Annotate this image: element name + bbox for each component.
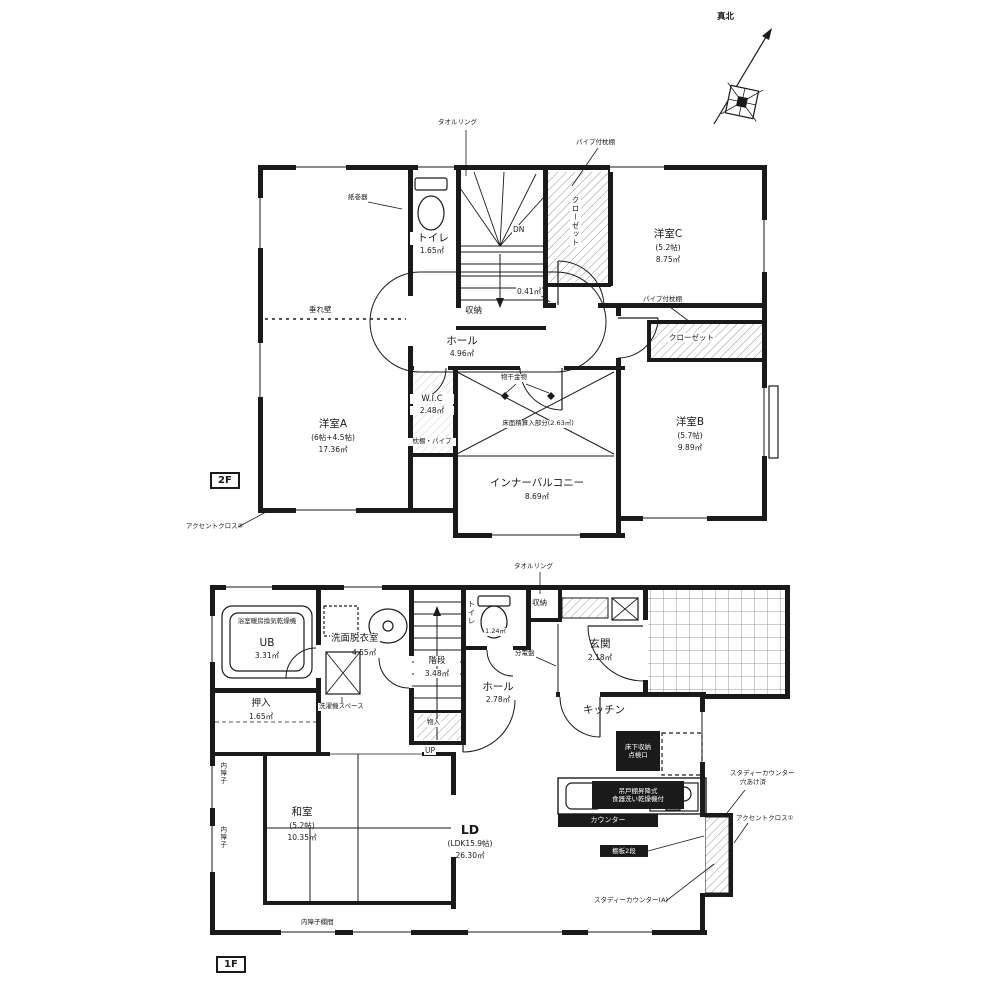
stairs-1f-area: 3.48㎡ bbox=[414, 669, 460, 678]
stairs-dn-label: DN bbox=[512, 225, 526, 234]
washitsu-name: 和室 bbox=[291, 806, 313, 818]
hall-2f-area: 4.96㎡ bbox=[449, 349, 475, 358]
genkan-name: 玄関 bbox=[589, 638, 611, 650]
senmen-name: 洗面脱衣室 bbox=[330, 633, 380, 645]
tarekabe-label: 垂れ壁 bbox=[308, 305, 333, 314]
room-b-name: 洋室B bbox=[675, 416, 705, 428]
oshiire-area: 1.65㎡ bbox=[248, 712, 274, 721]
accent-cloth-1-label: アクセントクロス① bbox=[736, 814, 794, 822]
compass-symbol bbox=[713, 28, 772, 125]
room-b-tatami: (5.7帖) bbox=[677, 431, 703, 440]
oshiire-name: 押入 bbox=[251, 698, 271, 709]
toilet-1f-name: トイレ bbox=[466, 600, 477, 626]
paper-holder-label: 紙巻器 bbox=[348, 193, 368, 201]
toilet-1f-area: 1.24㎡ bbox=[484, 627, 507, 636]
counter-label: カウンター bbox=[558, 814, 658, 827]
closet-c-label: クローゼット bbox=[570, 196, 581, 247]
kitchen-label: キッチン bbox=[583, 704, 625, 716]
compass-north-label: 真北 bbox=[716, 12, 736, 23]
uchishoji-label-2: 内障子 bbox=[218, 826, 227, 849]
closet-b-label: クローゼット bbox=[668, 333, 715, 342]
stairs-up-label: UP bbox=[424, 746, 437, 755]
floor2-group bbox=[237, 130, 779, 540]
ld-tatami: (LDK15.9帖) bbox=[447, 839, 493, 848]
towel-ring-label-2f: タオルリング bbox=[438, 118, 477, 126]
room-b-area: 9.89㎡ bbox=[677, 443, 703, 452]
wic-note: 枕棚・パイプ bbox=[408, 437, 456, 446]
storage-2f-note: 0.41㎡ bbox=[516, 287, 543, 296]
study-counter-a-label: スタディーカウンター(A) bbox=[594, 896, 669, 904]
bundenban-label: 分電盤 bbox=[514, 649, 536, 658]
study-counter-label: スタディーカウンター bbox=[730, 769, 795, 777]
balcony-area: 8.69㎡ bbox=[524, 492, 550, 501]
hall-2f-name: ホール bbox=[446, 335, 478, 347]
bath-dryer-label: 浴室暖房換気乾燥機 bbox=[237, 617, 297, 625]
ub-name: UB bbox=[259, 637, 275, 649]
floor-badge-1f: 1F bbox=[216, 956, 246, 973]
room-a-area: 17.36㎡ bbox=[318, 445, 348, 454]
floor-badge-2f: 2F bbox=[210, 472, 240, 489]
underfloor-storage-box: 床下収納 点検口 bbox=[616, 731, 660, 771]
towel-ring-label-1f: タオルリング bbox=[514, 562, 553, 570]
ranma-label: 内障子欄間 bbox=[300, 918, 335, 927]
pipe-shelf-c-label: パイプ付枕棚 bbox=[576, 138, 615, 146]
floor-area-note: 床面積算入部分(2.63㎡) bbox=[472, 419, 604, 428]
ld-name: LD bbox=[460, 822, 480, 837]
storage-2f-label: 収納 bbox=[464, 306, 484, 317]
balcony-name: インナーバルコニー bbox=[489, 477, 585, 489]
hall-1f-name: ホール bbox=[482, 681, 514, 693]
monoire-label: 物入 bbox=[426, 718, 441, 727]
stairs-1f-name: 階段 bbox=[414, 656, 460, 667]
laundry-space-label: 洗濯機スペース bbox=[318, 702, 365, 711]
washitsu-tatami: (5.2帖) bbox=[289, 821, 315, 830]
monohoshi-label: 物干金物 bbox=[500, 373, 528, 382]
toilet-2f-area: 1.65㎡ bbox=[419, 246, 445, 255]
wic-name: W.I.C bbox=[410, 394, 454, 405]
room-a-name: 洋室A bbox=[318, 418, 348, 430]
hall-1f-area: 2.78㎡ bbox=[485, 695, 511, 704]
room-c-tatami: (5.2帖) bbox=[655, 243, 681, 252]
study-counter-hole-label: 穴あけ済 bbox=[740, 778, 766, 786]
shelf-note-label: 棚板2段 bbox=[600, 845, 648, 857]
room-c-area: 8.75㎡ bbox=[655, 255, 681, 264]
kitchen-cabinet-note: 吊戸棚昇降式 食器洗い乾燥機付 bbox=[592, 781, 684, 809]
room-a-tatami: (6帖+4.5帖) bbox=[311, 433, 355, 442]
washitsu-area: 10.35㎡ bbox=[287, 833, 317, 842]
storage-1f-label: 収納 bbox=[531, 598, 548, 607]
wic-area: 2.48㎡ bbox=[410, 406, 454, 415]
ub-area: 3.31㎡ bbox=[254, 651, 280, 660]
senmen-area: 4.55㎡ bbox=[352, 648, 377, 657]
ld-area: 26.30㎡ bbox=[455, 851, 485, 860]
pipe-shelf-b-label: パイプ付枕棚 bbox=[643, 295, 682, 303]
accent-cloth-2-label: アクセントクロス② bbox=[186, 522, 244, 530]
room-c-name: 洋室C bbox=[653, 228, 683, 240]
uchishoji-label-1: 内障子 bbox=[218, 762, 227, 785]
genkan-area: 2.18㎡ bbox=[587, 653, 613, 662]
toilet-2f-name: トイレ bbox=[410, 232, 456, 245]
